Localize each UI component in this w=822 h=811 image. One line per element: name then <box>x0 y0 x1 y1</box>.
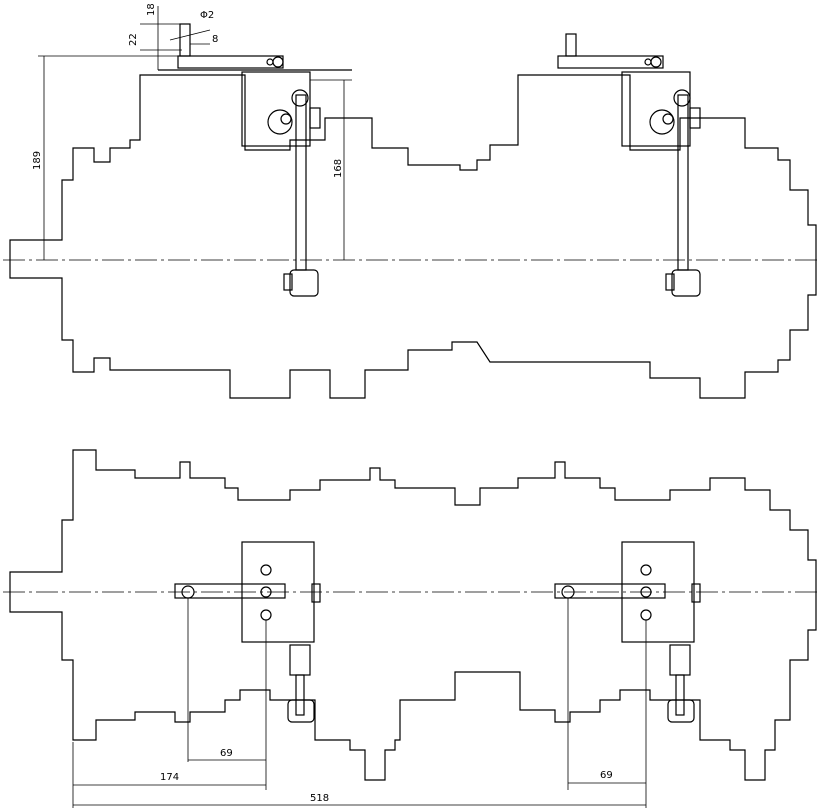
right-pin <box>565 33 577 57</box>
left-pin <box>179 23 191 57</box>
dim-8: 8 <box>212 34 218 45</box>
top-body-outline-lower <box>9 260 817 399</box>
bottom-view: 69 174 69 518 <box>3 449 820 808</box>
dim-174: 174 <box>160 772 179 783</box>
dim-189: 189 <box>32 151 43 170</box>
left-bottom-fitting <box>289 644 311 676</box>
right-lever-arm <box>554 583 666 599</box>
top-body-outline-upper <box>9 74 817 260</box>
left-push-rod <box>295 94 307 271</box>
dim-518: 518 <box>310 793 329 804</box>
dim-22: 22 <box>128 33 139 46</box>
left-valve-block <box>241 71 311 147</box>
left-screw-circle <box>272 56 284 68</box>
top-view: 189 168 18 22 Φ2 8 <box>3 3 820 399</box>
left-bottom-valve-block <box>241 541 315 643</box>
right-top-bracket <box>557 55 664 69</box>
dim-69-left: 69 <box>220 748 233 759</box>
left-lever-arm <box>174 583 286 599</box>
left-eccentric-circle <box>267 109 293 135</box>
right-rod-end <box>671 269 701 297</box>
dim-18: 18 <box>146 3 157 16</box>
dim-69-right: 69 <box>600 770 613 781</box>
bottom-body-outline-lower <box>9 592 817 781</box>
dim-168: 168 <box>333 159 344 178</box>
bottom-body-outline-upper <box>9 449 817 592</box>
right-bottom-fitting <box>669 644 691 676</box>
dim-phi2: Φ2 <box>200 10 214 21</box>
left-rod-end <box>289 269 319 297</box>
right-bottom-valve-block <box>621 541 695 643</box>
